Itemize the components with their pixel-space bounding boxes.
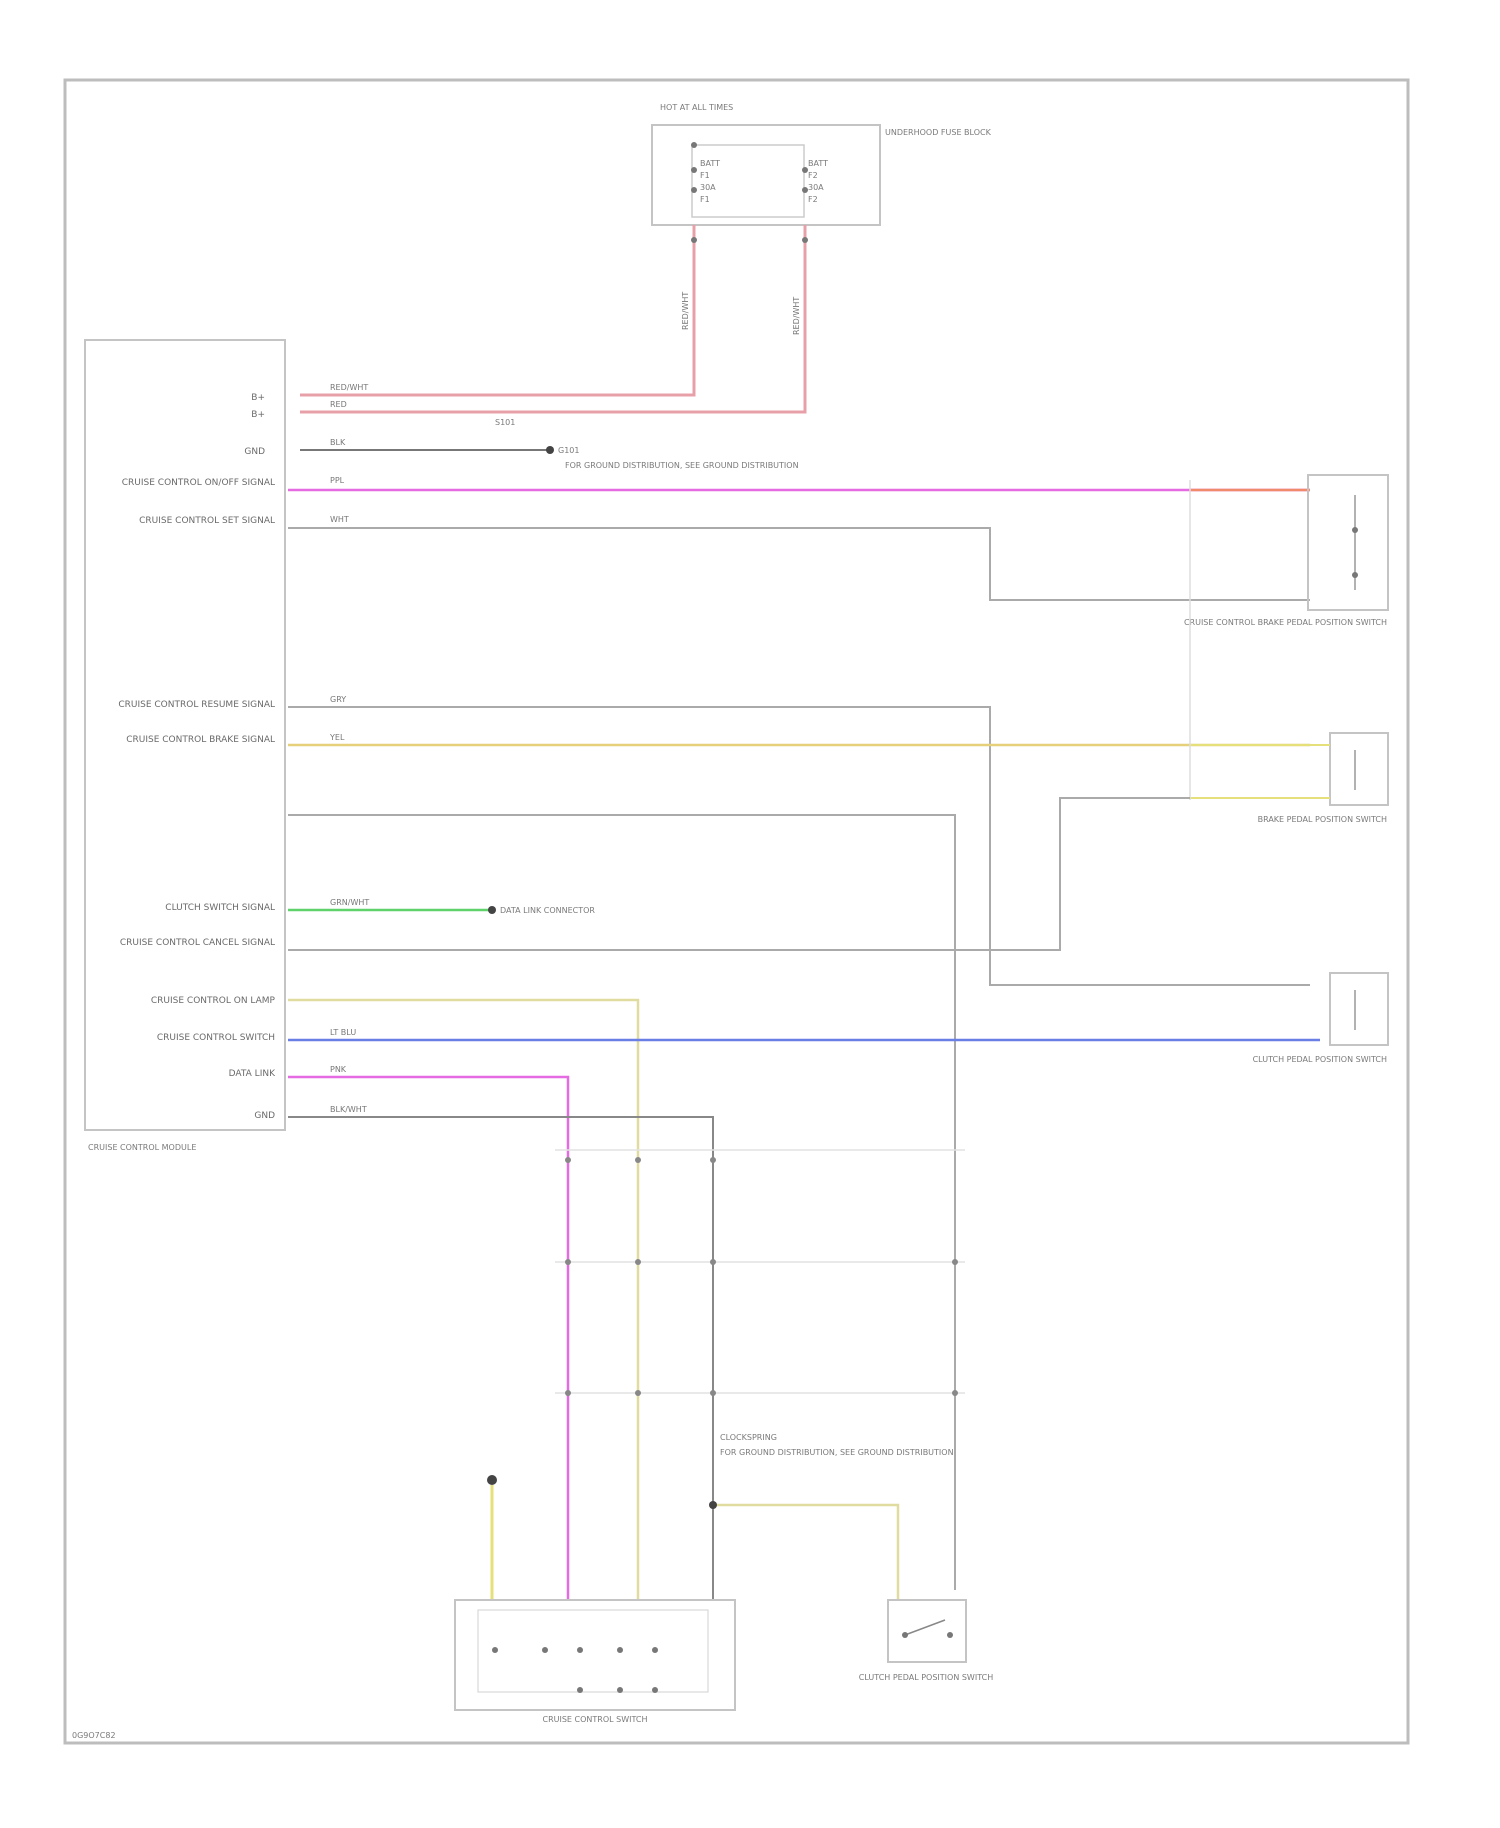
clutch-bottom-name: CLUTCH PEDAL POSITION SWITCH: [859, 1673, 993, 1682]
green-dest: DATA LINK CONNECTOR: [500, 906, 595, 915]
wire-clutch-bottom: [713, 1505, 898, 1600]
fuse-block: HOT AT ALL TIMES UNDERHOOD FUSE BLOCK BA…: [652, 103, 992, 225]
wire-brake: YEL: [288, 733, 1310, 745]
pin-label-4: CRUISE CONTROL ON/OFF SIGNAL: [122, 478, 275, 488]
brake-switch-name: BRAKE PEDAL POSITION SWITCH: [1258, 815, 1387, 824]
fuse-b-l1: BATT: [808, 159, 828, 168]
pin-label-2: B+: [251, 410, 265, 420]
pin-label-9: CRUISE CONTROL CANCEL SIGNAL: [120, 938, 275, 948]
clockspring-connectors: CLOCKSPRING: [555, 1150, 965, 1442]
wire-blk-label: BLK: [330, 438, 346, 447]
pin-label-11: CRUISE CONTROL SWITCH: [157, 1033, 275, 1043]
pin-label-12: DATA LINK: [229, 1069, 276, 1079]
ground-wire: G101 FOR GROUND DISTRIBUTION, SEE GROUND…: [300, 438, 799, 470]
fuse-b-l2: F2: [808, 171, 818, 180]
wire-ppl-label: PPL: [330, 476, 345, 485]
ground-switch-note: FOR GROUND DISTRIBUTION, SEE GROUND DIST…: [720, 1448, 954, 1457]
wire-gry-label: GRY: [330, 695, 346, 704]
pin-label-1: B+: [251, 393, 265, 403]
wire-on-lamp: [288, 1000, 638, 1600]
wire-on-off: PPL: [288, 476, 1310, 490]
pin-label-13: GND: [254, 1111, 275, 1121]
wire-cancel: [288, 815, 955, 1590]
battery-feed-wires: RED/WHT RED/WHT S101 RED/WHT RED: [300, 225, 808, 427]
pedal-switch-name: CRUISE CONTROL BRAKE PEDAL POSITION SWIT…: [1184, 618, 1387, 627]
footer-code: 0G9O7C82: [72, 1731, 116, 1740]
wire-yel-label: YEL: [329, 733, 345, 742]
module-name: CRUISE CONTROL MODULE: [88, 1143, 196, 1152]
clutch-switch: CLUTCH PEDAL POSITION SWITCH: [1253, 973, 1388, 1064]
wire-wht-label: WHT: [330, 515, 349, 524]
ground-note: FOR GROUND DISTRIBUTION, SEE GROUND DIST…: [565, 461, 799, 470]
pin-label-10: CRUISE CONTROL ON LAMP: [151, 996, 276, 1006]
pin-label-7: CRUISE CONTROL BRAKE SIGNAL: [126, 735, 275, 745]
wire-pnk-label: PNK: [330, 1065, 347, 1074]
fuse-a-l3: 30A: [700, 183, 716, 192]
wire-clutch: [288, 798, 1190, 950]
clutch-switch-name: CLUTCH PEDAL POSITION SWITCH: [1253, 1055, 1387, 1064]
wire-set: WHT: [288, 515, 1310, 600]
pin-label-3: GND: [244, 447, 265, 457]
fuse-a-l2: F1: [700, 171, 710, 180]
fuse-a-l4: F1: [700, 195, 710, 204]
fuse-b-l3: 30A: [808, 183, 824, 192]
wire-data-pink: PNK: [288, 1065, 568, 1600]
wire-ltblu-label: LT BLU: [330, 1028, 356, 1037]
brake-switch: BRAKE PEDAL POSITION SWITCH: [1190, 733, 1388, 824]
ground-text: G101: [558, 446, 579, 455]
fuse-b-l4: F2: [808, 195, 818, 204]
splice-label: S101: [495, 418, 515, 427]
steering-switch-name: CRUISE CONTROL SWITCH: [542, 1715, 647, 1724]
wire-blkwht-label: BLK/WHT: [330, 1105, 367, 1114]
wire-red-b-label: RED: [330, 400, 347, 409]
wire-gnd: BLK/WHT: [288, 1105, 713, 1600]
wire-resume: GRY: [288, 695, 1310, 985]
fuse-block-top-label: HOT AT ALL TIMES: [660, 103, 733, 112]
pedal-switch: CRUISE CONTROL BRAKE PEDAL POSITION SWIT…: [1184, 475, 1388, 627]
pin-label-8: CLUTCH SWITCH SIGNAL: [165, 903, 275, 913]
pin-label-5: CRUISE CONTROL SET SIGNAL: [139, 516, 275, 526]
clutch-bottom-switch: CLUTCH PEDAL POSITION SWITCH: [859, 1600, 993, 1682]
wire-red-left-label: RED/WHT: [681, 292, 690, 330]
fuse-block-name: UNDERHOOD FUSE BLOCK: [885, 128, 992, 137]
pin-label-6: CRUISE CONTROL RESUME SIGNAL: [118, 700, 275, 710]
clockspring-name: CLOCKSPRING: [720, 1433, 777, 1442]
wire-grn-label: GRN/WHT: [330, 898, 369, 907]
ground-lead: [487, 1475, 497, 1600]
steering-switch: CRUISE CONTROL SWITCH: [455, 1600, 735, 1724]
wire-red-right-label: RED/WHT: [792, 297, 801, 335]
wire-red-a-label: RED/WHT: [330, 383, 368, 392]
wire-data-link: DATA LINK CONNECTOR GRN/WHT: [288, 898, 595, 915]
wire-switch: LT BLU: [288, 1028, 1320, 1040]
fuse-a-l1: BATT: [700, 159, 720, 168]
cruise-control-module: CRUISE CONTROL MODULE B+ B+ GND CRUISE C…: [85, 340, 285, 1152]
